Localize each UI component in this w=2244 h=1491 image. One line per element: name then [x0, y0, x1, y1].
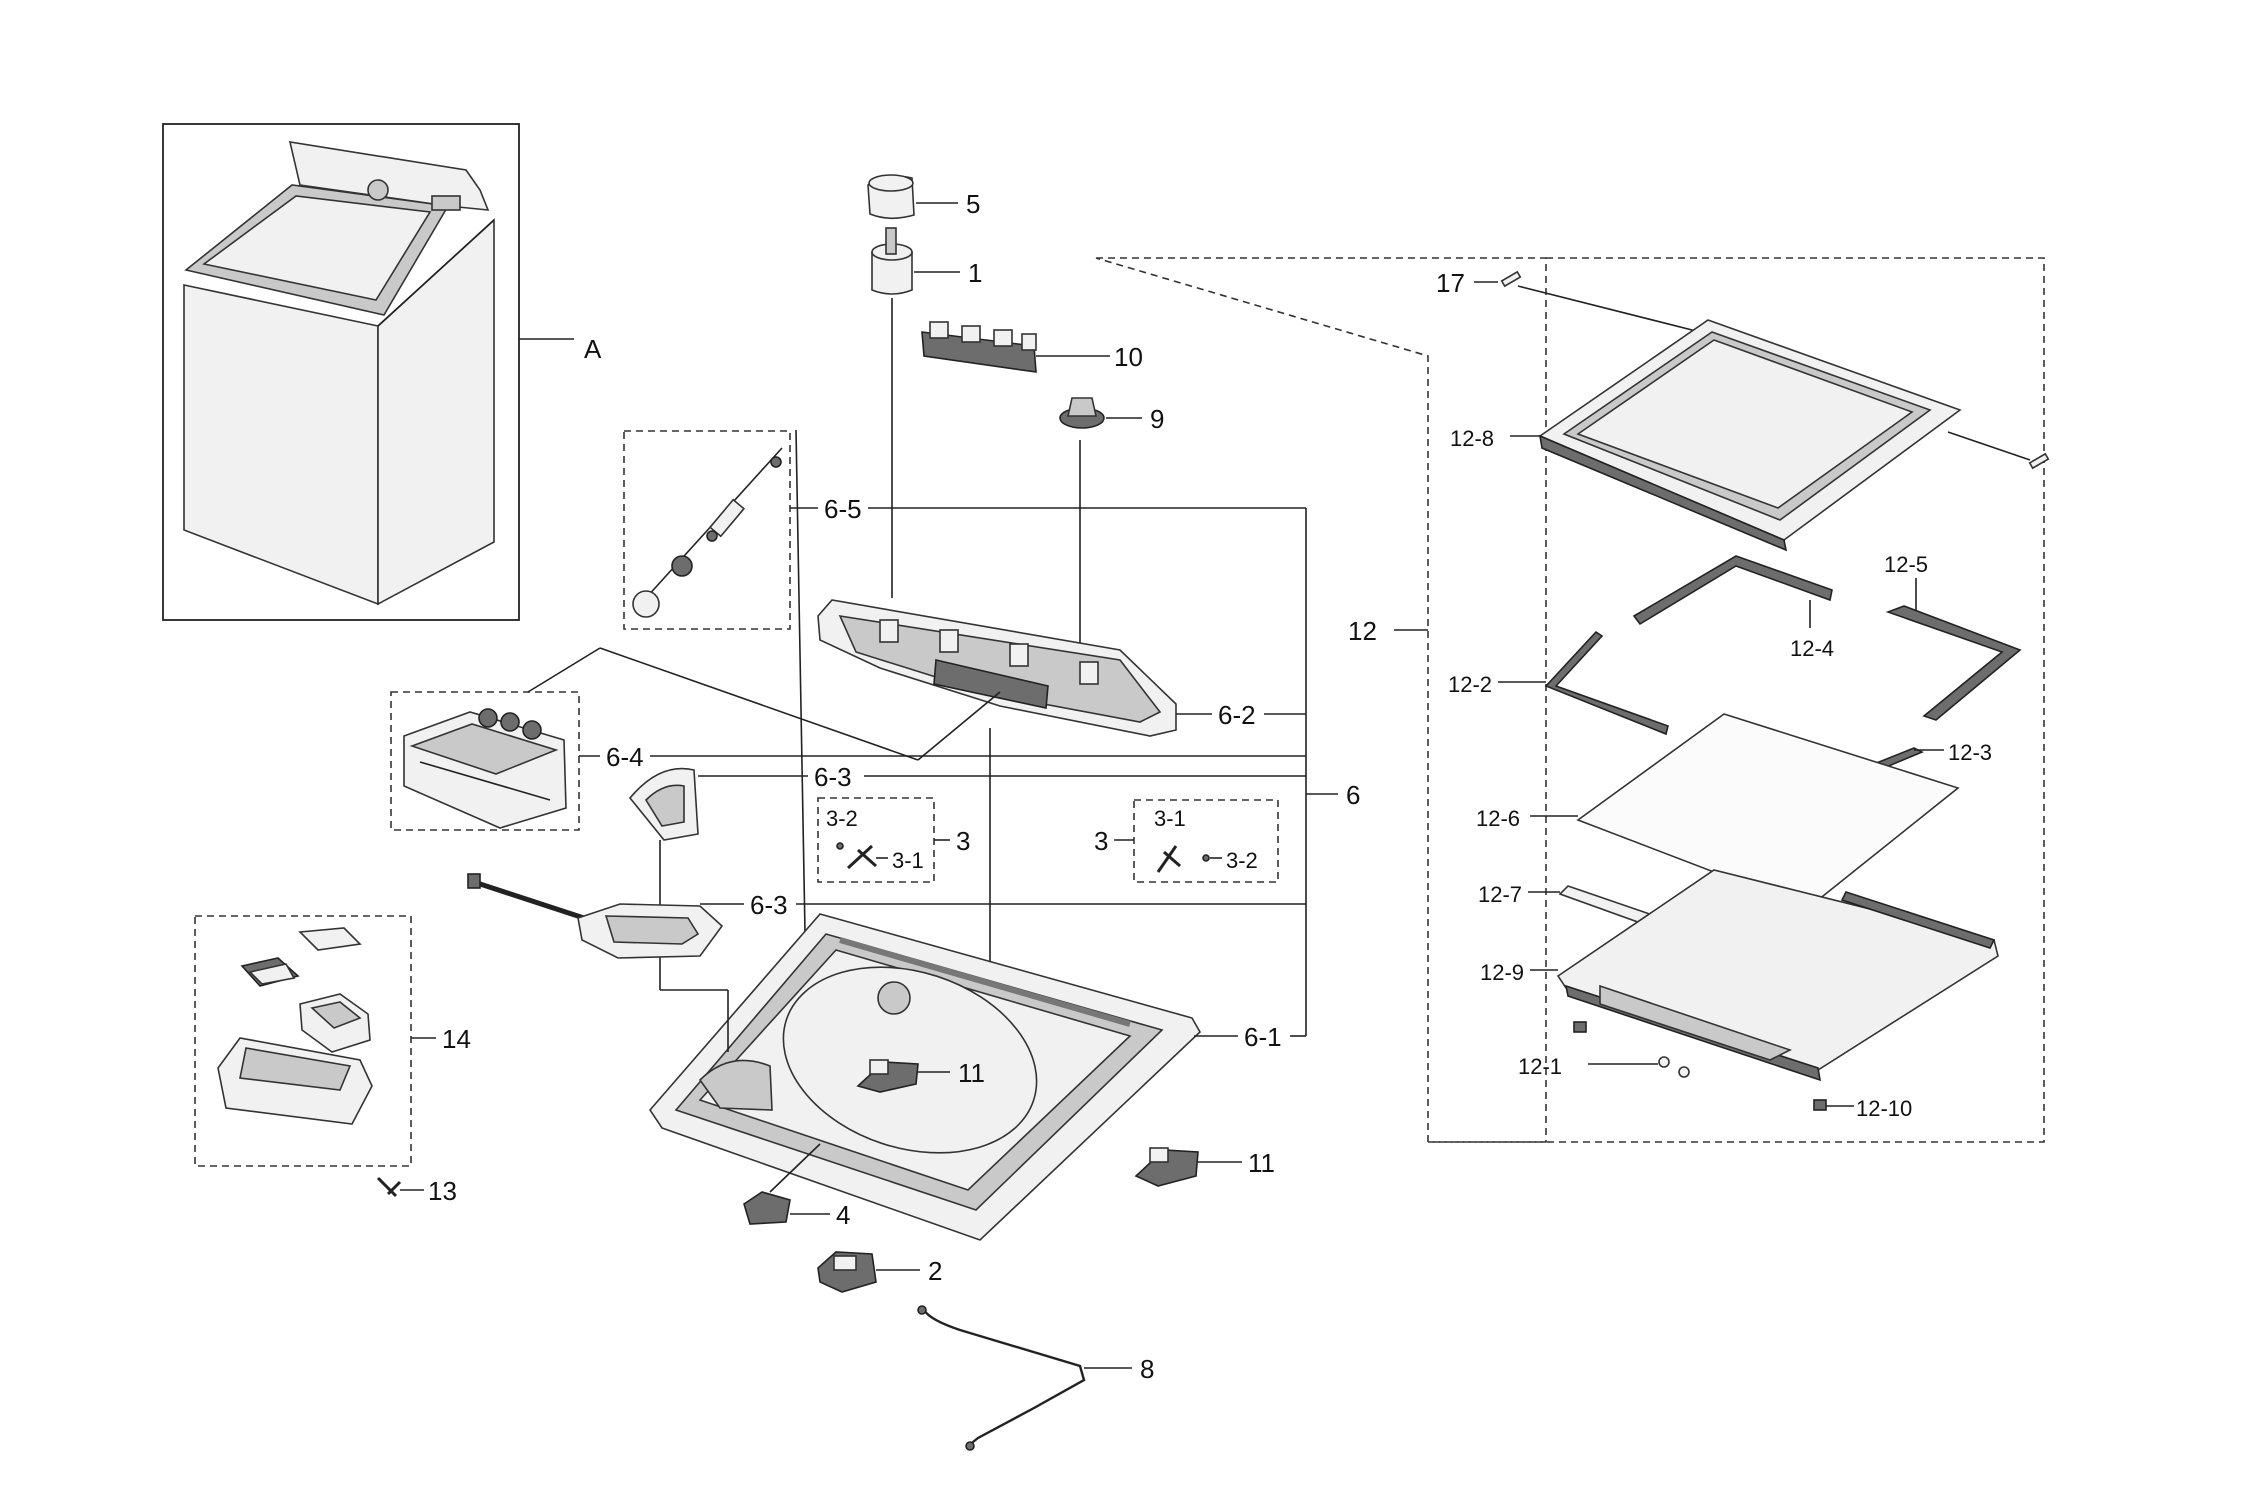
glass-panel-part	[1576, 713, 1960, 909]
label-12-10: 12-10	[1856, 1096, 1912, 1121]
label-A: A	[584, 334, 602, 364]
screw-13-part	[376, 1176, 402, 1198]
label-10: 10	[1114, 342, 1143, 372]
label-6-4: 6-4	[606, 742, 644, 772]
washer-overview-box	[162, 123, 520, 621]
label-6-5: 6-5	[824, 494, 862, 524]
rail-12-2-part	[1544, 630, 1669, 736]
label-1: 1	[968, 258, 982, 288]
label-6-3-upper: 6-3	[814, 762, 852, 792]
sensor-outer-part	[1134, 1147, 1199, 1187]
label-3-1-right: 3-1	[1154, 806, 1186, 831]
sensor-inner-part	[856, 1059, 919, 1093]
hose-kit-part	[632, 447, 783, 618]
top-cover-part	[648, 913, 1202, 1241]
label-6-2: 6-2	[1218, 700, 1256, 730]
label-12-2: 12-2	[1448, 672, 1492, 697]
rail-12-4-part	[1632, 555, 1833, 626]
label-3-2-right: 3-2	[1226, 848, 1258, 873]
label-3-left: 3	[956, 826, 970, 856]
label-12-7: 12-7	[1478, 882, 1522, 907]
lid-lock-part	[817, 1251, 877, 1293]
label-3-right: 3	[1094, 826, 1108, 856]
latch-part	[743, 1191, 791, 1225]
label-17: 17	[1436, 268, 1465, 298]
label-8: 8	[1140, 1354, 1154, 1384]
label-6-3-lower: 6-3	[750, 890, 788, 920]
label-14: 14	[442, 1024, 471, 1054]
label-5: 5	[966, 189, 980, 219]
dispenser-part	[403, 708, 567, 829]
screw-left-part	[846, 844, 877, 870]
dial-part	[1059, 397, 1105, 429]
screw-right-part	[1156, 845, 1181, 873]
lid-frame-part	[1538, 319, 1962, 552]
label-12-4: 12-4	[1790, 636, 1834, 661]
label-12: 12	[1348, 616, 1377, 646]
label-12-9: 12-9	[1480, 960, 1524, 985]
label-12-6: 12-6	[1476, 806, 1520, 831]
nozzle-part	[628, 767, 699, 841]
label-6-1: 6-1	[1244, 1022, 1282, 1052]
label-12-5: 12-5	[1884, 552, 1928, 577]
label-12-8: 12-8	[1450, 426, 1494, 451]
lid-base-part	[1556, 869, 1999, 1082]
label-4: 4	[836, 1200, 850, 1230]
label-13: 13	[428, 1176, 457, 1206]
label-3-1-left: 3-1	[892, 848, 924, 873]
label-12-1: 12-1	[1518, 1054, 1562, 1079]
wire-harness-part	[917, 1305, 1086, 1451]
label-3-2-left: 3-2	[826, 806, 858, 831]
control-panel-frame-part	[817, 599, 1177, 737]
switch-assembly-part	[921, 321, 1037, 373]
label-9: 9	[1150, 404, 1164, 434]
rail-12-5-part	[1885, 605, 2022, 721]
hose-bracket-part	[467, 873, 724, 959]
label-11-outer: 11	[1248, 1148, 1275, 1178]
label-12-3: 12-3	[1948, 740, 1992, 765]
detergent-drawer-part	[217, 927, 373, 1125]
label-6: 6	[1346, 780, 1360, 810]
label-2: 2	[928, 1256, 942, 1286]
knob-part	[867, 174, 915, 295]
label-11-inner: 11	[958, 1058, 985, 1088]
